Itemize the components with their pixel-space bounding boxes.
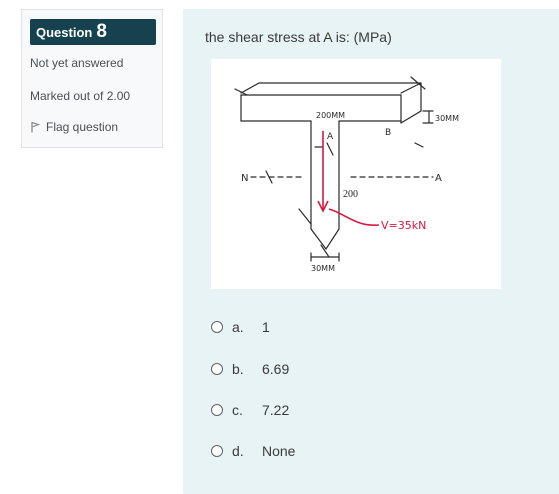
label-depth: 200 [343, 189, 358, 200]
answer-letter: b. [232, 361, 244, 377]
answer-value: None [262, 443, 296, 459]
answer-letter: d. [232, 443, 244, 459]
question-info-panel: Question 8 Not yet answered Marked out o… [21, 9, 163, 148]
question-number-badge: Question 8 [30, 19, 156, 45]
answer-option-b[interactable]: b. 6.69 [211, 361, 289, 377]
answer-letter: c. [232, 402, 243, 418]
question-label: Question [36, 24, 93, 40]
flag-question-link[interactable]: Flag question [30, 120, 118, 134]
answer-value: 7.22 [262, 402, 290, 418]
question-figure: 200MM A B 30MM N A 200 V=35kN 30MM [211, 59, 501, 289]
label-n: N [241, 173, 248, 184]
question-state: Not yet answered [30, 56, 124, 70]
radio-button[interactable] [211, 363, 223, 375]
radio-button[interactable] [211, 321, 223, 333]
question-text: the shear stress at A is: (MPa) [205, 29, 392, 45]
label-web-thickness: 30MM [311, 264, 335, 273]
label-width: 200MM [316, 111, 345, 120]
flag-icon [31, 121, 40, 133]
question-grade: Marked out of 2.00 [30, 89, 131, 103]
question-content: the shear stress at A is: (MPa) [183, 9, 559, 494]
question-number: 8 [96, 21, 107, 42]
answer-value: 6.69 [262, 361, 290, 377]
label-na-right: A [435, 173, 442, 184]
tbeam-diagram: 200MM A B 30MM N A 200 V=35kN 30MM [234, 76, 459, 273]
answer-letter: a. [232, 319, 244, 335]
radio-button[interactable] [211, 404, 223, 416]
answer-value: 1 [262, 319, 270, 335]
label-flange-thickness: 30MM [435, 114, 459, 123]
label-shear: V=35kN [381, 219, 426, 232]
label-a: A [327, 132, 334, 142]
answer-option-c[interactable]: c. 7.22 [211, 402, 289, 418]
label-b: B [385, 128, 391, 138]
answer-option-a[interactable]: a. 1 [211, 319, 270, 335]
flag-question-label: Flag question [46, 120, 119, 134]
answer-option-d[interactable]: d. None [211, 443, 295, 459]
radio-button[interactable] [211, 445, 223, 457]
